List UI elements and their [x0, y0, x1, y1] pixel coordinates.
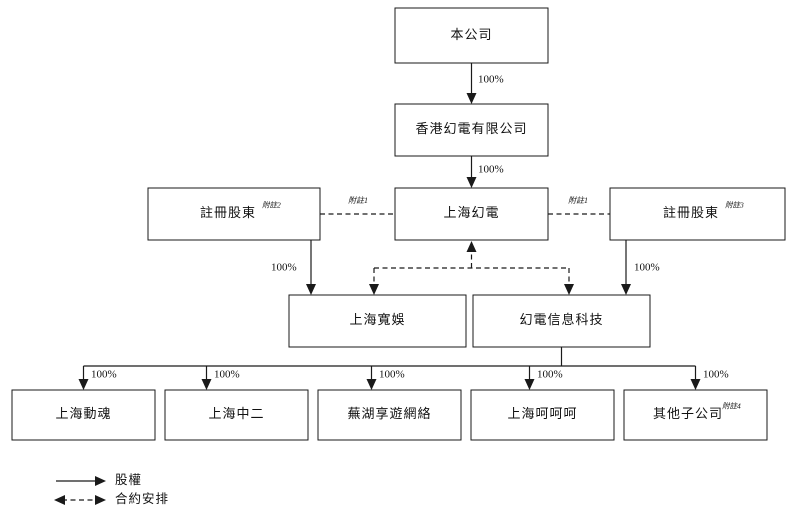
edge-shareholder2-to-sh: 附註1: [320, 196, 395, 215]
arrow-head-down-icon: [690, 379, 701, 390]
node-company[interactable]: 本公司: [394, 7, 549, 64]
node-label: 註冊股東: [200, 205, 256, 220]
node-label: 上海呵呵呵: [507, 406, 577, 421]
node-label: 上海動魂: [55, 406, 111, 421]
edge-shareholder2-to-kuanyu: 100%: [271, 240, 316, 295]
edge-it-to-other: 100%: [690, 366, 729, 390]
arrow-head-down-icon: [564, 284, 574, 295]
node-box[interactable]: [288, 294, 467, 348]
node-box[interactable]: [609, 187, 786, 241]
legend: 股權 合約安排: [54, 473, 169, 506]
arrow-head-right-icon: [95, 495, 106, 505]
node-label: 香港幻電有限公司: [415, 121, 527, 136]
arrow-head-down-icon: [366, 379, 377, 390]
node-footnote-superscript: 附註3: [725, 201, 744, 210]
edge-label-percent: 100%: [537, 369, 563, 381]
edge-label-percent: 100%: [91, 369, 117, 381]
node-sh-zhonger[interactable]: 上海中二: [164, 389, 309, 441]
edge-it-to-zhonger: 100%: [201, 366, 240, 390]
edge-label-percent: 100%: [271, 262, 297, 274]
edge-it-to-donghun: 100%: [78, 366, 117, 390]
edge-note-label: 附註1: [568, 196, 588, 205]
edge-shareholder3-to-sh: 附註1: [548, 196, 610, 215]
node-label: 本公司: [450, 27, 492, 42]
edge-it-to-hehehe: 100%: [524, 366, 563, 390]
node-huandian-it[interactable]: 幻電信息科技: [472, 294, 651, 348]
node-sh-hehehe[interactable]: 上海呵呵呵: [470, 389, 615, 441]
node-box[interactable]: [394, 187, 549, 241]
arrow-head-down-icon: [621, 284, 631, 295]
node-box[interactable]: [394, 7, 549, 64]
arrow-head-down-icon: [78, 379, 89, 390]
node-label: 蕪湖享遊網絡: [347, 406, 431, 421]
edge-layer: 100% 100% 上海幻電 : dashed contractual --> …: [78, 63, 729, 390]
edge-label-percent: 100%: [703, 369, 729, 381]
edge-label-percent: 100%: [634, 262, 660, 274]
legend-item-equity: 股權: [56, 473, 142, 487]
node-other-subs[interactable]: 其他子公司 附註4: [623, 389, 768, 441]
edge-label-percent: 100%: [379, 369, 405, 381]
node-wuhu-xiangyou[interactable]: 蕪湖享遊網絡: [317, 389, 462, 441]
edge-company-to-hk: 100%: [466, 63, 504, 104]
legend-item-contractual: 合約安排: [54, 491, 169, 506]
node-box[interactable]: [317, 389, 462, 441]
node-label: 上海幻電: [443, 205, 499, 220]
node-box[interactable]: [394, 103, 549, 157]
edge-label-percent: 100%: [478, 164, 504, 176]
node-box[interactable]: [623, 389, 768, 441]
node-shareholder3[interactable]: 註冊股東 附註3: [609, 187, 786, 241]
edge-it-to-subsidiaries: 100% 100% 100% 100%: [78, 347, 729, 390]
arrow-head-down-icon: [369, 284, 379, 295]
arrow-head-down-icon: [201, 379, 212, 390]
legend-label-contractual: 合約安排: [115, 491, 169, 506]
legend-label-equity: 股權: [115, 473, 142, 487]
node-sh-huandian[interactable]: 上海幻電: [394, 187, 549, 241]
arrow-head-down-icon: [466, 93, 477, 104]
edge-label-percent: 100%: [214, 369, 240, 381]
node-sh-kuanyu[interactable]: 上海寬娛: [288, 294, 467, 348]
node-label: 上海中二: [208, 406, 264, 421]
node-shareholder2[interactable]: 註冊股東 附註2: [147, 187, 321, 241]
node-label: 上海寬娛: [349, 312, 405, 327]
arrow-head-right-icon: [95, 476, 106, 486]
edge-note-label: 附註1: [348, 196, 368, 205]
node-footnote-superscript: 附註2: [262, 201, 281, 210]
arrow-head-up-icon: [466, 241, 477, 252]
node-box[interactable]: [470, 389, 615, 441]
node-layer: 本公司 香港幻電有限公司 註冊股東 附註2 上海幻電 註冊股東 附註3: [11, 7, 786, 441]
node-sh-donghun[interactable]: 上海動魂: [11, 389, 156, 441]
edge-it-to-wuhu: 100%: [366, 366, 405, 390]
node-box[interactable]: [472, 294, 651, 348]
node-label: 其他子公司: [653, 406, 723, 421]
edge-contractual-vie: [369, 241, 574, 295]
arrow-head-left-icon: [54, 495, 65, 505]
node-label: 幻電信息科技: [519, 312, 603, 327]
edge-shareholder3-to-it: 100%: [621, 240, 660, 295]
node-label: 註冊股東: [663, 205, 719, 220]
edge-label-percent: 100%: [478, 74, 504, 86]
node-footnote-superscript: 附註4: [722, 402, 741, 411]
node-box[interactable]: [11, 389, 156, 441]
node-box[interactable]: [164, 389, 309, 441]
edge-hk-to-sh: 100%: [466, 156, 504, 188]
arrow-head-down-icon: [306, 284, 316, 295]
node-box[interactable]: [147, 187, 321, 241]
arrow-head-down-icon: [524, 379, 535, 390]
node-hk-huandian[interactable]: 香港幻電有限公司: [394, 103, 549, 157]
arrow-head-down-icon: [466, 177, 477, 188]
